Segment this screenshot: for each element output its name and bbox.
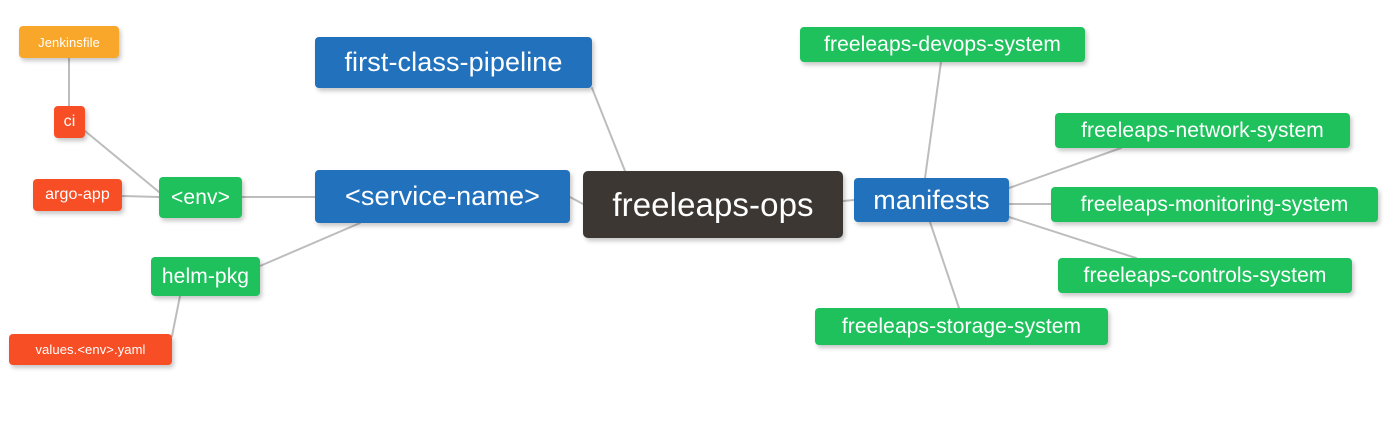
mindmap-node-ci[interactable]: ci bbox=[54, 106, 85, 138]
edge-manifests-to-storage bbox=[929, 221, 960, 309]
edge-service-to-helmpkg bbox=[259, 222, 361, 267]
edge-manifests-to-devops bbox=[924, 61, 942, 179]
edge-helmpkg-to-values bbox=[171, 295, 181, 337]
edge-env-to-argoapp bbox=[121, 195, 160, 198]
mindmap-node-storage[interactable]: freeleaps-storage-system bbox=[815, 308, 1108, 345]
edge-manifests-to-controls bbox=[1008, 216, 1137, 259]
mindmap-node-controls[interactable]: freeleaps-controls-system bbox=[1058, 258, 1352, 293]
edge-manifests-to-network bbox=[1008, 147, 1122, 189]
mindmap-node-argoapp[interactable]: argo-app bbox=[33, 179, 122, 211]
edge-env-to-ci bbox=[84, 130, 160, 193]
mindmap-node-env[interactable]: <env> bbox=[159, 177, 242, 218]
mindmap-node-values[interactable]: values.<env>.yaml bbox=[9, 334, 172, 365]
edge-root-to-service bbox=[569, 196, 584, 205]
mindmap-node-jenkinsfile[interactable]: Jenkinsfile bbox=[19, 26, 119, 58]
mindmap-node-manifests[interactable]: manifests bbox=[854, 178, 1009, 222]
mindmap-node-pipeline[interactable]: first-class-pipeline bbox=[315, 37, 592, 88]
edge-root-to-pipeline bbox=[591, 87, 626, 172]
edge-root-to-manifests bbox=[842, 199, 855, 202]
mindmap-node-root[interactable]: freeleaps-ops bbox=[583, 171, 843, 238]
mindmap-node-monitoring[interactable]: freeleaps-monitoring-system bbox=[1051, 187, 1378, 222]
mindmap-node-helmpkg[interactable]: helm-pkg bbox=[151, 257, 260, 296]
mindmap-node-service[interactable]: <service-name> bbox=[315, 170, 570, 223]
mindmap-node-devops[interactable]: freeleaps-devops-system bbox=[800, 27, 1085, 62]
mindmap-node-network[interactable]: freeleaps-network-system bbox=[1055, 113, 1350, 148]
